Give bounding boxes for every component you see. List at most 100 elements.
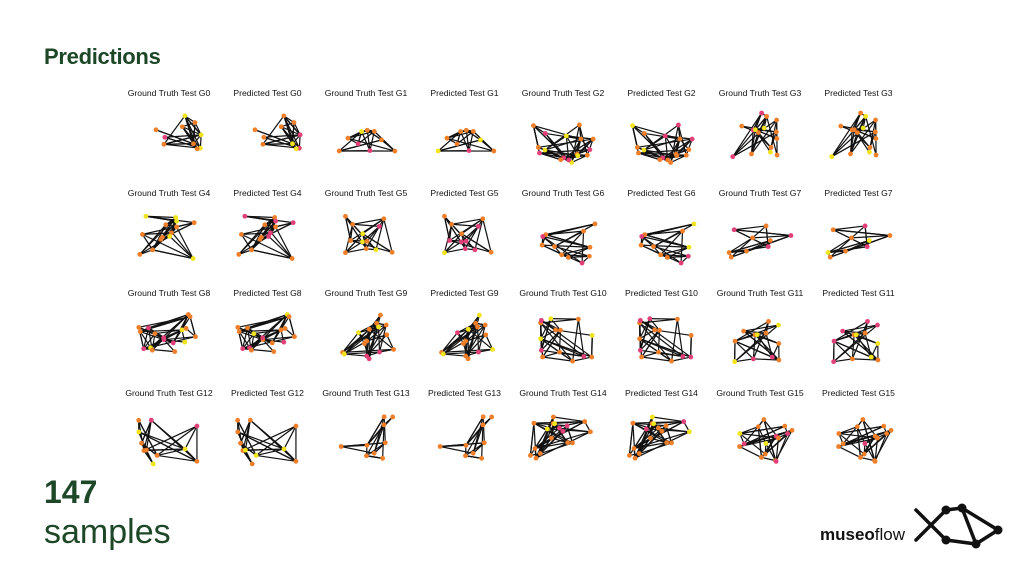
network-graph-icon (828, 110, 878, 160)
graph-panel: Predicted Test G11 (806, 288, 912, 380)
network-graph-icon (252, 113, 303, 152)
graph-panel-label: Ground Truth Test G2 (521, 88, 605, 98)
graph-panel-label: Ground Truth Test G7 (718, 188, 802, 198)
graph-panel-label: Predicted Test G11 (822, 288, 895, 298)
network-graph-icon (441, 213, 494, 256)
graph-panel: Ground Truth Test G13 (313, 388, 419, 480)
page-title: Predictions (44, 44, 161, 69)
graph-panel: Predicted Test G4 (215, 188, 321, 280)
graph-panel-label: Ground Truth Test G11 (716, 288, 804, 298)
graph-panel: Ground Truth Test G8 (116, 288, 222, 380)
graph-panel: Predicted Test G10 (609, 288, 715, 380)
graph-panel: Ground Truth Test G3 (707, 88, 813, 180)
graph-panel-label: Ground Truth Test G3 (718, 88, 802, 98)
network-graph-icon (825, 223, 892, 260)
network-graph-icon (235, 213, 296, 261)
graph-panel: Ground Truth Test G9 (313, 288, 419, 380)
graph-panel: Predicted Test G6 (609, 188, 715, 280)
graph-panel-label: Predicted Test G15 (822, 388, 895, 398)
network-graph-icon (343, 213, 395, 256)
network-graph-icon (136, 417, 200, 467)
network-graph-icon (531, 122, 596, 165)
graph-panel: Predicted Test G1 (412, 88, 518, 180)
graph-panel-label: Predicted Test G8 (233, 288, 302, 298)
network-graph-icon (830, 319, 880, 365)
network-graph-icon (737, 417, 795, 464)
sample-count-label: samples (44, 513, 171, 551)
network-graph-icon (437, 414, 494, 461)
network-graph-icon (234, 417, 298, 467)
graph-panel: Predicted Test G0 (215, 88, 321, 180)
graph-panel-label: Predicted Test G4 (233, 188, 302, 198)
network-graph-icon (835, 417, 893, 464)
graph-panel: Predicted Test G2 (609, 88, 715, 180)
network-graph-icon (730, 110, 780, 160)
graph-panel-label: Predicted Test G5 (430, 188, 499, 198)
graph-panel-label: Ground Truth Test G1 (324, 88, 408, 98)
brand-name-regular: flow (874, 525, 906, 544)
graph-panel-label: Predicted Test G14 (625, 388, 698, 398)
network-graph-icon (726, 223, 794, 260)
network-graph-icon (336, 127, 398, 154)
graph-panel: Ground Truth Test G0 (116, 88, 222, 180)
network-graph-icon (629, 122, 695, 165)
graph-panel-label: Predicted Test G7 (824, 188, 893, 198)
network-graph-icon (539, 221, 598, 266)
network-graph-icon (153, 113, 204, 152)
graph-panel: Ground Truth Test G1 (313, 88, 419, 180)
graph-panel-label: Predicted Test G2 (627, 88, 696, 98)
graph-panel-label: Predicted Test G0 (233, 88, 302, 98)
network-graph-icon (137, 213, 197, 261)
graph-panel: Predicted Test G12 (215, 388, 321, 480)
network-graph-icon (136, 312, 198, 355)
graph-panel: Ground Truth Test G12 (116, 388, 222, 480)
sample-count: 147 (44, 474, 98, 510)
graph-logo-icon (914, 503, 1003, 549)
graph-panel-label: Ground Truth Test G12 (125, 388, 213, 398)
graph-panel: Ground Truth Test G7 (707, 188, 813, 280)
graph-panel: Predicted Test G9 (412, 288, 518, 380)
graph-panel: Ground Truth Test G2 (510, 88, 616, 180)
graph-panel: Predicted Test G8 (215, 288, 321, 380)
graph-panel: Predicted Test G5 (412, 188, 518, 280)
brand-name: museoflow (820, 525, 905, 545)
graph-panel-label: Predicted Test G9 (430, 288, 499, 298)
network-graph-icon (338, 414, 396, 461)
network-graph-icon (234, 312, 297, 355)
graph-panel-label: Ground Truth Test G5 (324, 188, 408, 198)
brand-name-bold: museo (820, 525, 875, 544)
graph-panel-label: Ground Truth Test G8 (127, 288, 211, 298)
network-graph-icon (732, 319, 782, 365)
graph-panel-label: Ground Truth Test G4 (127, 188, 211, 198)
graph-panel: Ground Truth Test G14 (510, 388, 616, 480)
graph-panel: Ground Truth Test G15 (707, 388, 813, 480)
graph-panel: Predicted Test G15 (806, 388, 912, 480)
network-graph-icon (528, 414, 593, 461)
graph-panel: Ground Truth Test G5 (313, 188, 419, 280)
graph-panel: Ground Truth Test G10 (510, 288, 616, 380)
graph-panel: Predicted Test G14 (609, 388, 715, 480)
graph-panel: Ground Truth Test G11 (707, 288, 813, 380)
graph-panel-label: Predicted Test G10 (625, 288, 698, 298)
graph-panel-label: Predicted Test G6 (627, 188, 696, 198)
graph-panel: Ground Truth Test G6 (510, 188, 616, 280)
network-graph-icon (626, 414, 692, 461)
graph-panel-grid: Ground Truth Test G0 Predicted Test G0 Gro… (116, 88, 906, 468)
graph-panel-label: Ground Truth Test G6 (521, 188, 605, 198)
network-graph-icon (636, 316, 694, 364)
graph-panel-label: Ground Truth Test G0 (127, 88, 211, 98)
graph-panel-label: Ground Truth Test G10 (519, 288, 607, 298)
graph-panel: Predicted Test G13 (412, 388, 518, 480)
graph-panel-label: Predicted Test G1 (430, 88, 499, 98)
graph-panel-label: Predicted Test G13 (428, 388, 501, 398)
graph-panel-label: Predicted Test G12 (231, 388, 304, 398)
graph-panel: Ground Truth Test G4 (116, 188, 222, 280)
graph-panel-label: Ground Truth Test G9 (324, 288, 408, 298)
network-graph-icon (435, 127, 496, 154)
graph-panel-label: Ground Truth Test G13 (322, 388, 410, 398)
graph-panel: Predicted Test G3 (806, 88, 912, 180)
graph-panel-label: Predicted Test G3 (824, 88, 893, 98)
network-graph-icon (340, 312, 397, 362)
network-graph-icon (438, 312, 495, 362)
network-graph-icon (538, 316, 595, 364)
